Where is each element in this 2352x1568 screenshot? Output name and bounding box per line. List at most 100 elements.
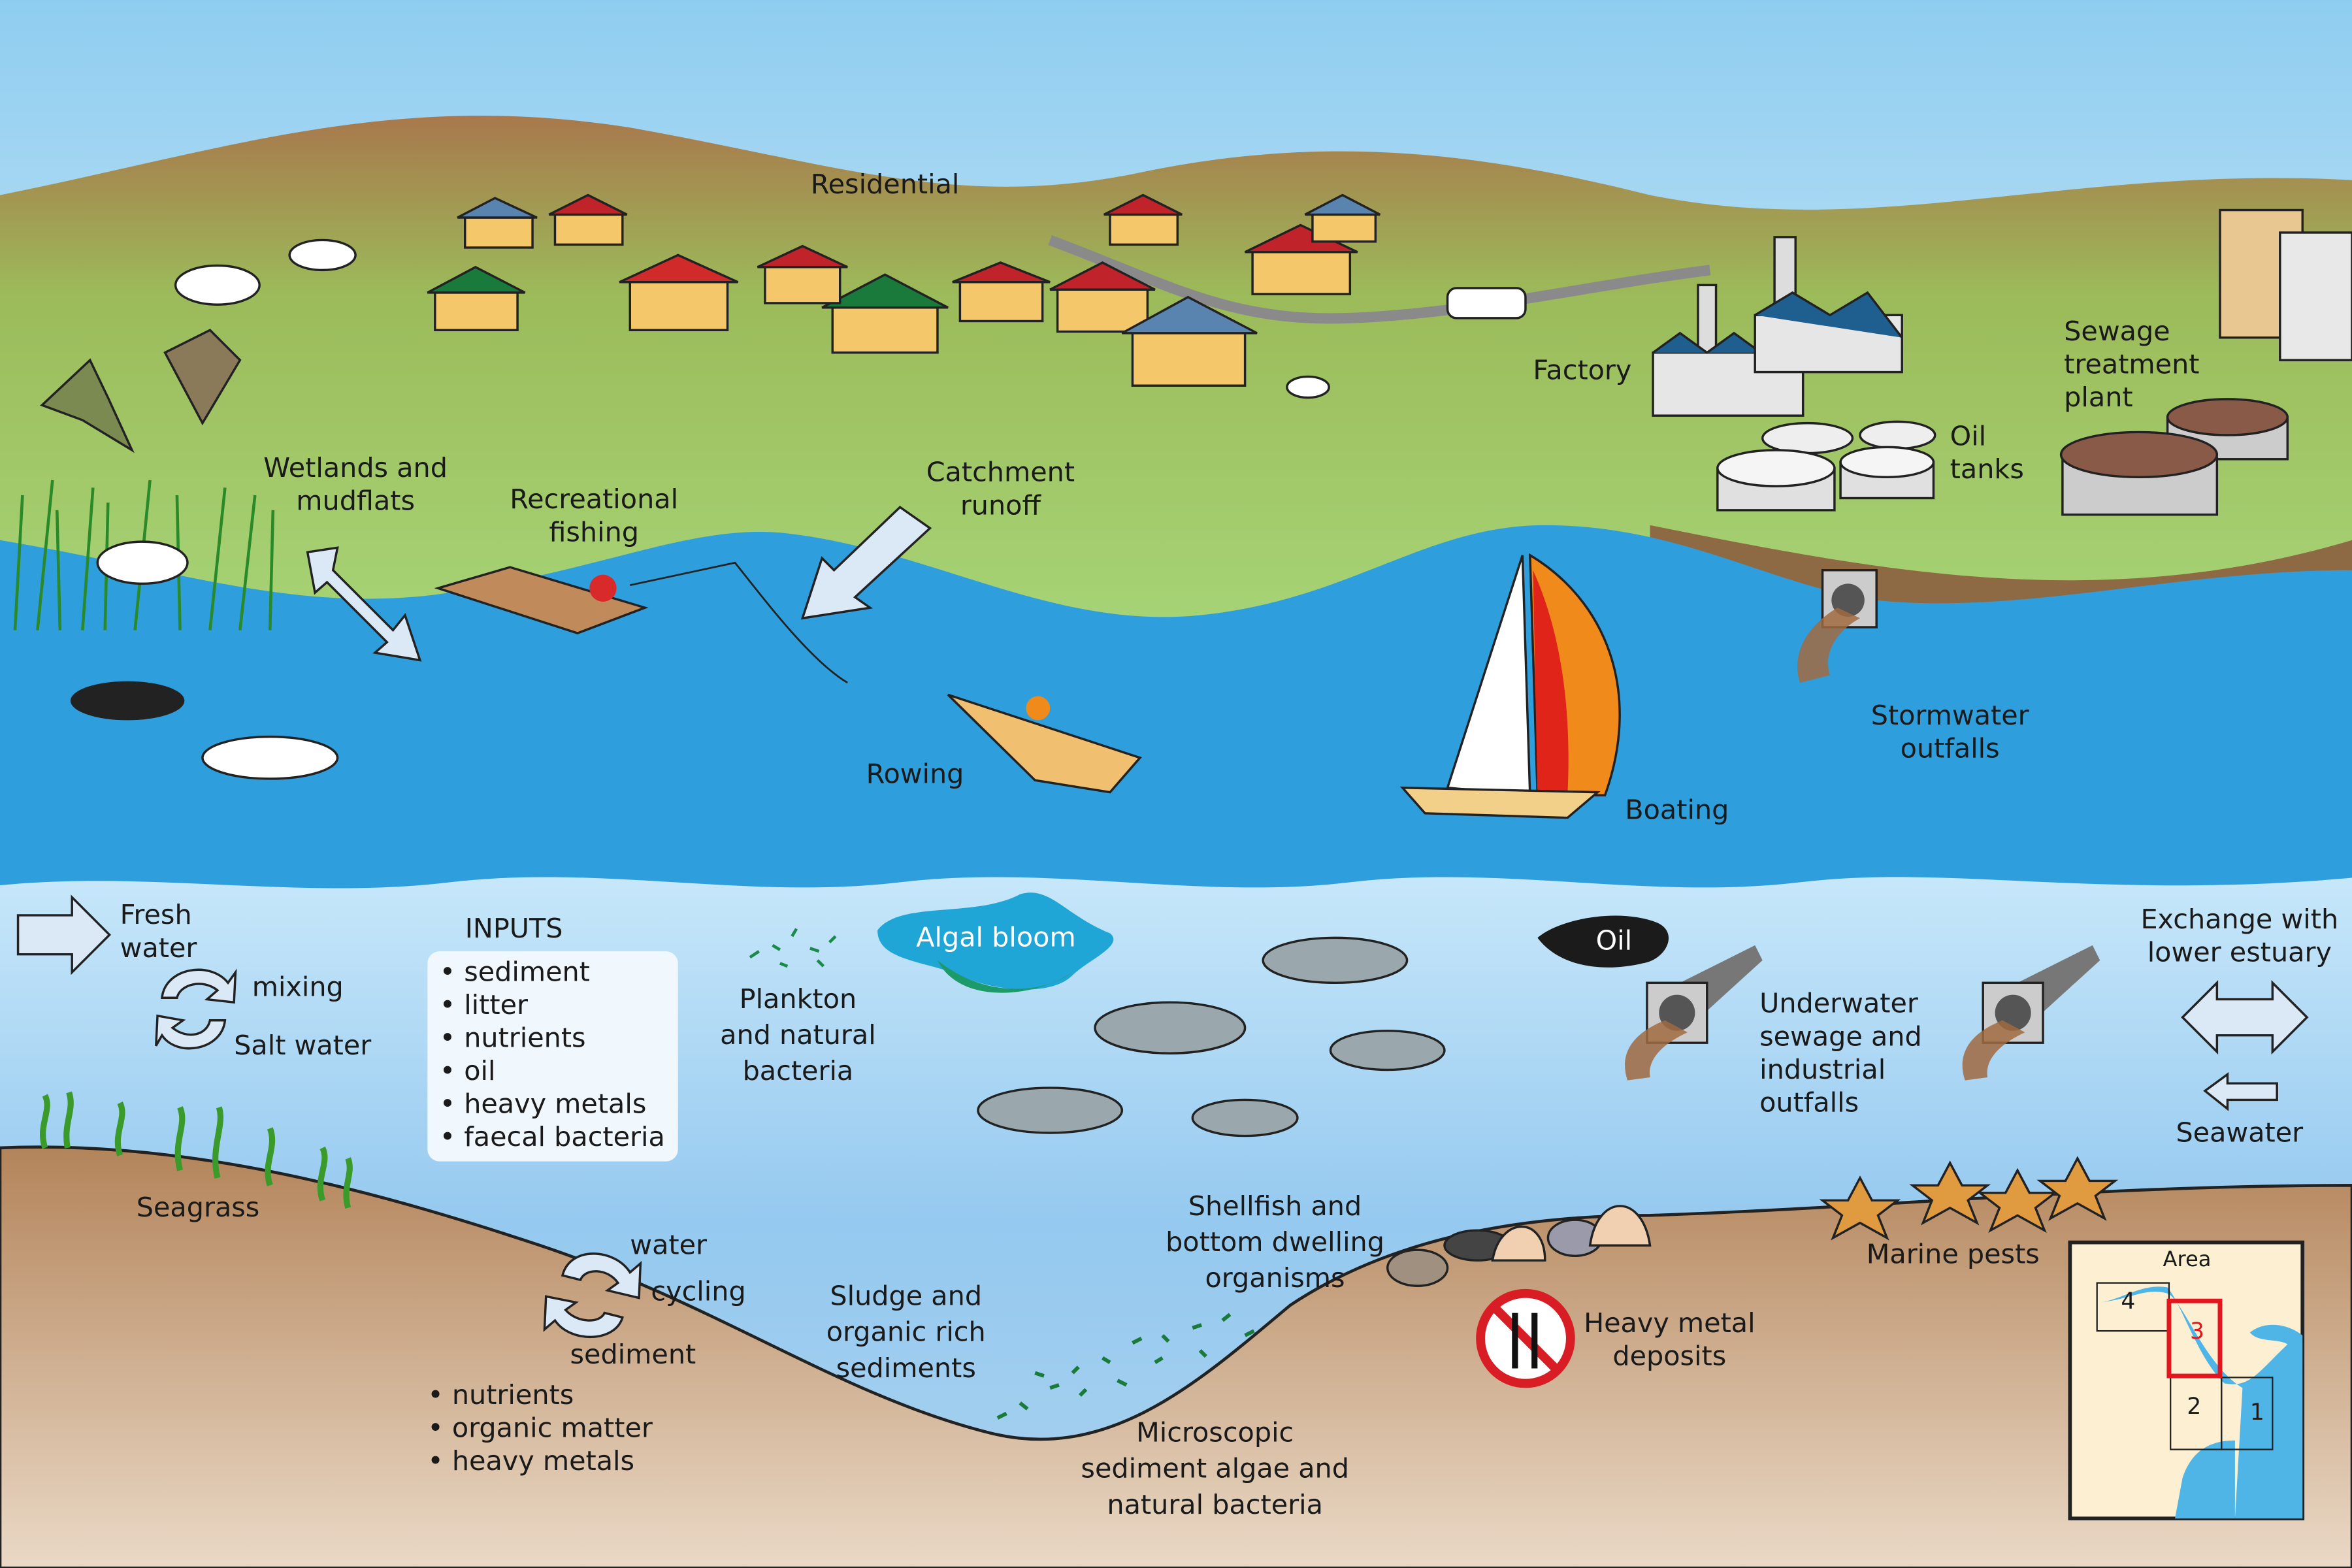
shellfish-icon <box>1386 1205 1652 1287</box>
fish-icon <box>1262 936 1409 985</box>
label-water: water <box>630 1230 707 1261</box>
house-icon <box>619 253 739 331</box>
fishing-line <box>629 561 848 684</box>
seawater-arrow-icon <box>2203 1072 2278 1111</box>
oil-tanks-icon <box>1716 420 1936 512</box>
label-boating: Boating <box>1625 794 1729 825</box>
rowboat-icon <box>947 693 1142 794</box>
cow-icon <box>288 238 357 272</box>
plankton-icon <box>749 928 837 968</box>
house-icon <box>1103 193 1183 246</box>
sailboat-icon <box>1399 553 1621 819</box>
fish-icon <box>1329 1030 1446 1071</box>
inputs-list-item: • faecal bacteria <box>440 1121 665 1152</box>
house-icon <box>952 261 1051 323</box>
car-icon <box>1446 287 1527 319</box>
cow-icon <box>174 264 261 306</box>
inputs-list-item: • litter <box>440 989 528 1021</box>
rower-icon <box>1026 696 1051 721</box>
sewage-plant-icon <box>2059 208 2352 516</box>
inputs-list: • sediment • litter • nutrients • oil • … <box>440 956 665 1153</box>
black-swan-icon <box>70 681 185 721</box>
sediment-list-item: • organic matter <box>427 1413 653 1444</box>
fisher-icon <box>589 574 617 602</box>
label-factory: Factory <box>1533 355 1631 386</box>
label-seawater: Seawater <box>2176 1117 2303 1148</box>
seagrass-icon <box>39 1091 353 1209</box>
catchment-runoff-arrow-icon <box>800 506 932 620</box>
wetland-exchange-arrow-icon <box>306 546 422 662</box>
fish-school <box>977 936 1446 1137</box>
label-seagrass: Seagrass <box>137 1192 260 1223</box>
residential-houses <box>427 193 1381 387</box>
algae-shade <box>937 960 1073 993</box>
sediment-list: • nutrients • organic matter • heavy met… <box>427 1379 653 1477</box>
pelican-icon <box>201 735 339 780</box>
label-cycling: cycling <box>651 1276 745 1307</box>
label-oil: Oil <box>1596 924 1632 956</box>
oil-slick-blob <box>1537 915 1669 968</box>
area-4-label: 4 <box>2121 1288 2135 1315</box>
fish-icon <box>1094 1001 1247 1054</box>
exchange-double-arrow-icon <box>2181 980 2309 1055</box>
label-residential: Residential <box>811 169 960 200</box>
label-salt-water: Salt water <box>234 1030 371 1061</box>
inputs-list-item: • heavy metals <box>440 1088 647 1120</box>
area-3-label-selected: 3 <box>2190 1318 2204 1345</box>
duck-icon <box>163 329 242 426</box>
label-algal-bloom: Algal bloom <box>916 922 1075 953</box>
algal-bloom-blob <box>877 892 1114 990</box>
sediment-list-item: • nutrients <box>427 1379 574 1411</box>
underwater-outfall-icon <box>1962 945 2100 1081</box>
house-icon <box>757 244 848 304</box>
house-icon <box>1121 295 1258 387</box>
inputs-list-item: • nutrients <box>440 1022 586 1054</box>
label-sediment: sediment <box>570 1339 696 1370</box>
road <box>1048 235 1711 324</box>
inset-area-map: Area 1 2 3 4 <box>2068 1240 2305 1521</box>
inputs-box <box>427 951 678 1162</box>
fish-icon <box>1191 1098 1299 1137</box>
house-icon <box>821 273 949 354</box>
house-icon <box>427 265 526 331</box>
label-rowing: Rowing <box>866 758 964 789</box>
area-2-label: 2 <box>2187 1394 2201 1420</box>
egret-icon <box>96 540 189 585</box>
inputs-title: INPUTS <box>465 913 563 944</box>
water-sediment-cycle-icon <box>543 1252 642 1339</box>
sea-star-icon <box>1819 1156 2119 1241</box>
inset-map-title: Area <box>2163 1247 2211 1271</box>
duck-icon <box>40 358 135 453</box>
underwater-outfall-icon <box>1625 945 1763 1081</box>
fish-icon <box>977 1086 1124 1134</box>
house-icon <box>1049 261 1156 333</box>
sediment-algae-icon <box>996 1313 1255 1420</box>
jetty-icon <box>434 566 649 635</box>
label-mixing: mixing <box>252 971 344 1002</box>
inputs-list-item: • sediment <box>440 956 590 988</box>
label-marine-pests: Marine pests <box>1867 1238 2040 1269</box>
sediment-list-item: • heavy metals <box>427 1445 634 1477</box>
factory-icon <box>1652 236 1903 417</box>
inputs-list-item: • oil <box>440 1055 496 1086</box>
house-icon <box>1304 193 1381 243</box>
area-1-label: 1 <box>2250 1399 2264 1426</box>
stormwater-outfall-icon <box>1797 569 1878 683</box>
fresh-water-arrow-icon <box>16 894 112 975</box>
house-icon <box>457 197 538 249</box>
house-icon <box>548 193 628 246</box>
